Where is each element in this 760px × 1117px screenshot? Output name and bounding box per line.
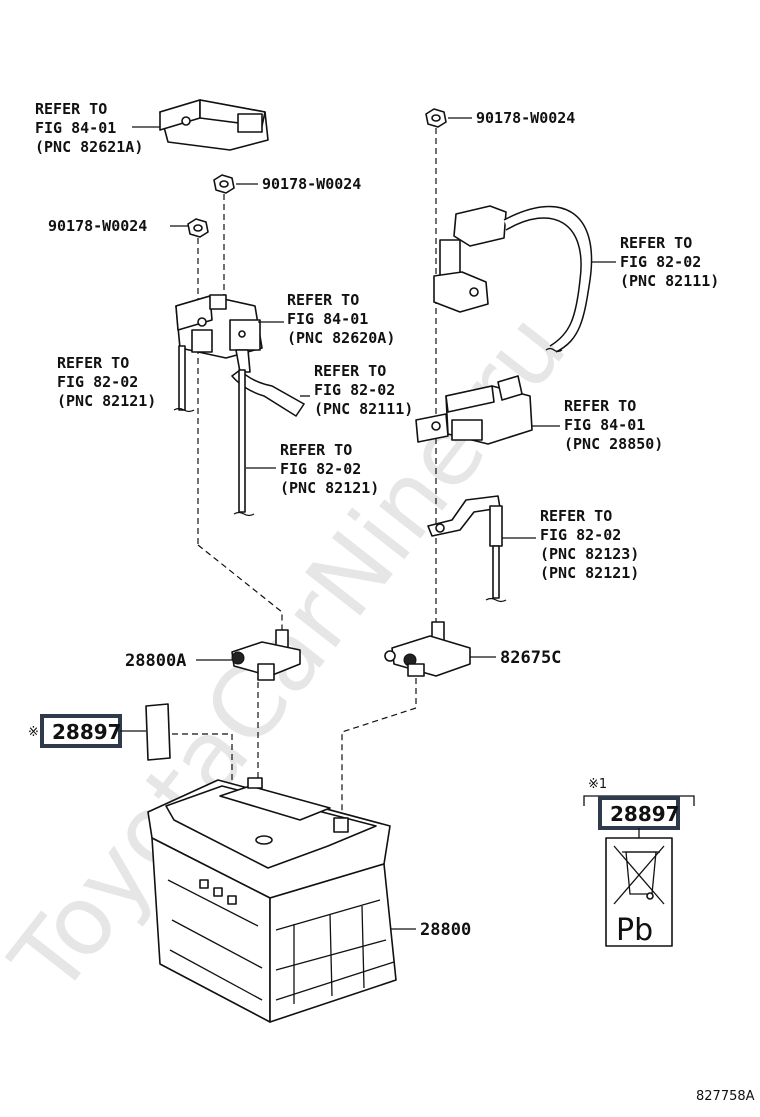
svg-text:REFER TO: REFER TO — [280, 441, 352, 459]
svg-text:(PNC 82123): (PNC 82123) — [540, 545, 639, 563]
ref-label-82111-mid: REFER TO FIG 82-02 (PNC 82111) — [314, 362, 413, 418]
svg-text:REFER TO: REFER TO — [564, 397, 636, 415]
ref-label-82621a: REFER TO FIG 84-01 (PNC 82621A) — [35, 100, 143, 156]
wire-82121-left — [178, 345, 186, 411]
cable-82111-right — [433, 205, 593, 353]
label-box-right — [598, 796, 680, 830]
part-number-nut-mid: 90178-W0024 — [262, 175, 361, 193]
part-number-label-left: 28897 — [52, 720, 122, 744]
ref-label-82121-left: REFER TO FIG 82-02 (PNC 82121) — [57, 354, 156, 410]
diagram-id: 827758A — [696, 1089, 755, 1104]
svg-text:FIG 84-01: FIG 84-01 — [564, 416, 645, 434]
current-sensor-28850 — [415, 375, 533, 445]
svg-text:(PNC 82111): (PNC 82111) — [314, 400, 413, 418]
wire-82121-mid — [238, 369, 246, 513]
label-box-left — [40, 714, 122, 748]
nut-icon-right — [425, 108, 447, 128]
warning-label-sheet — [145, 703, 171, 761]
svg-text:(PNC 82121): (PNC 82121) — [540, 564, 639, 582]
guide-label — [172, 733, 233, 790]
ref-label-82111-right: REFER TO FIG 82-02 (PNC 82111) — [620, 234, 719, 290]
relay-block-82621a — [159, 99, 269, 151]
svg-text:(PNC 82121): (PNC 82121) — [57, 392, 156, 410]
ground-strap-82123 — [427, 495, 507, 603]
note-mark-left: ※ — [28, 725, 39, 740]
svg-text:(PNC 82621A): (PNC 82621A) — [35, 138, 143, 156]
recycle-label-text: Pb — [616, 913, 653, 948]
svg-text:(PNC 82111): (PNC 82111) — [620, 272, 719, 290]
svg-text:REFER TO: REFER TO — [57, 354, 129, 372]
fuse-block-82620a — [175, 294, 263, 373]
part-number-label-right: 28897 — [610, 802, 680, 826]
svg-text:FIG 84-01: FIG 84-01 — [287, 310, 368, 328]
nut-icon-left — [187, 218, 209, 238]
svg-text:(PNC 82620A): (PNC 82620A) — [287, 329, 395, 347]
terminal-82675c — [384, 621, 471, 677]
svg-text:FIG 82-02: FIG 82-02 — [540, 526, 621, 544]
part-number-battery: 28800 — [420, 920, 471, 940]
part-number-terminal-left: 28800A — [125, 651, 186, 671]
svg-text:FIG 84-01: FIG 84-01 — [35, 119, 116, 137]
ref-label-82121-mid: REFER TO FIG 82-02 (PNC 82121) — [280, 441, 379, 497]
ref-label-82620a: REFER TO FIG 84-01 (PNC 82620A) — [287, 291, 395, 347]
note-mark-right: ※1 — [588, 777, 607, 792]
svg-text:REFER TO: REFER TO — [620, 234, 692, 252]
ref-label-82123-82121: REFER TO FIG 82-02 (PNC 82123) (PNC 8212… — [540, 507, 639, 582]
ref-label-28850: REFER TO FIG 84-01 (PNC 28850) — [564, 397, 663, 453]
svg-text:REFER TO: REFER TO — [314, 362, 386, 380]
part-number-nut-right: 90178-W0024 — [476, 109, 575, 127]
svg-text:FIG 82-02: FIG 82-02 — [57, 373, 138, 391]
part-number-nut-left: 90178-W0024 — [48, 217, 147, 235]
svg-text:FIG 82-02: FIG 82-02 — [620, 253, 701, 271]
part-number-terminal-right: 82675C — [500, 648, 561, 668]
svg-text:REFER TO: REFER TO — [35, 100, 107, 118]
terminal-28800a — [231, 629, 301, 681]
svg-text:REFER TO: REFER TO — [540, 507, 612, 525]
svg-text:(PNC 28850): (PNC 28850) — [564, 435, 663, 453]
nut-icon-mid — [213, 174, 235, 194]
recycle-label: Pb — [605, 837, 673, 948]
guide-left-lower — [197, 544, 283, 630]
svg-text:REFER TO: REFER TO — [287, 291, 359, 309]
svg-text:FIG 82-02: FIG 82-02 — [314, 381, 395, 399]
svg-text:(PNC 82121): (PNC 82121) — [280, 479, 379, 497]
battery-28800 — [147, 777, 397, 1023]
guide-terminal-right — [341, 678, 417, 824]
svg-text:FIG 82-02: FIG 82-02 — [280, 460, 361, 478]
